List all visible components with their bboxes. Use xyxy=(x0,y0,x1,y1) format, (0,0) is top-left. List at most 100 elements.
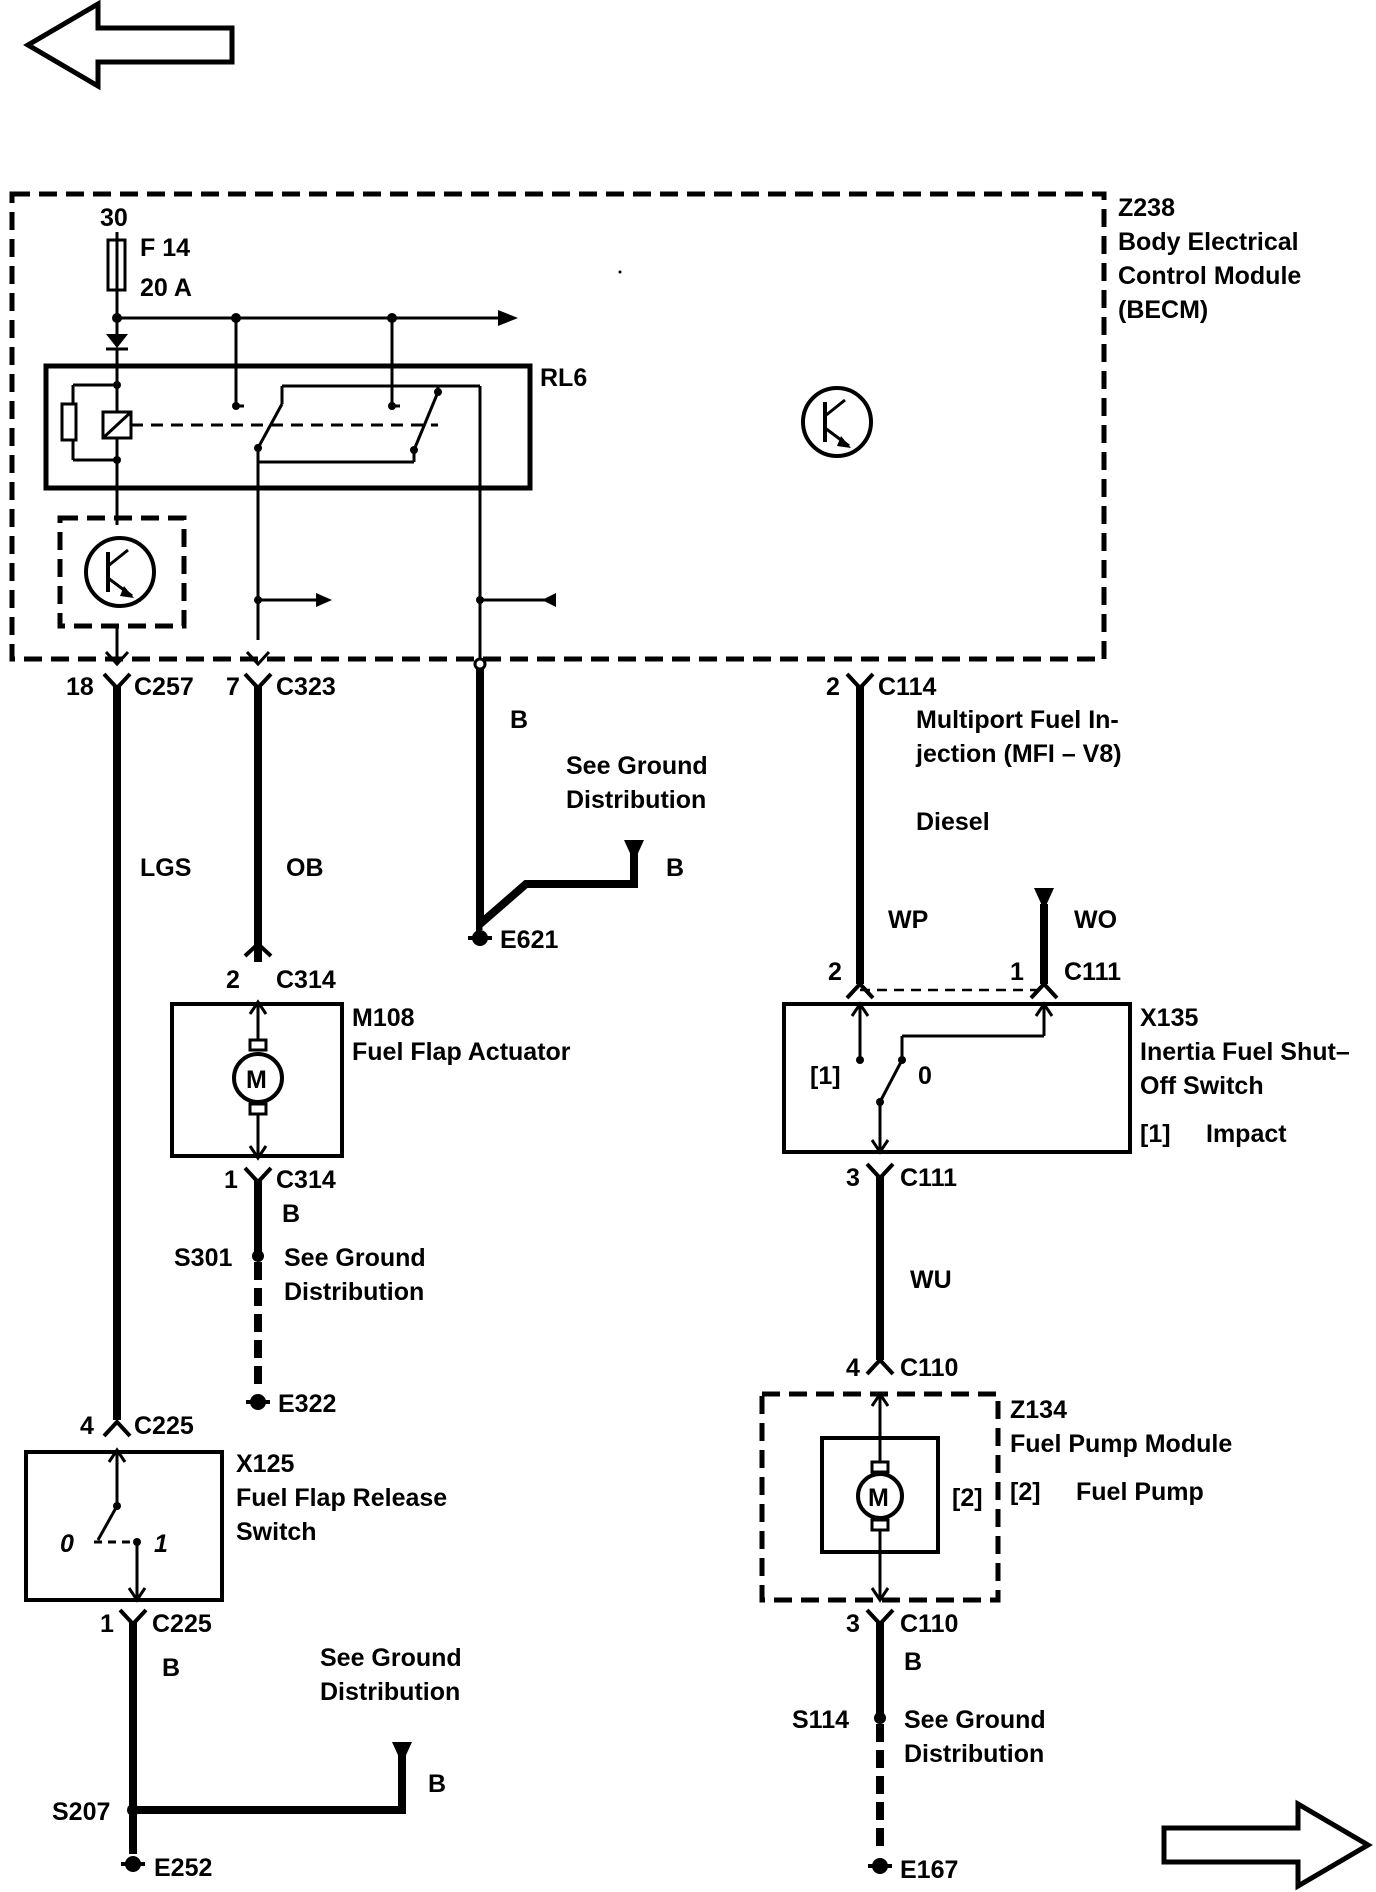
see-ground-s301-2: Distribution xyxy=(284,1278,424,1306)
c114-id: C114 xyxy=(878,673,936,701)
z134-name: Fuel Pump Module xyxy=(1010,1430,1232,1458)
tap-arrow-icon-2 xyxy=(542,593,556,607)
mfi-note-line2: jection (MFI – V8) xyxy=(915,740,1122,768)
wire-b-z134: B xyxy=(904,1648,922,1676)
wire-b-ground-a-branch: B xyxy=(666,854,684,882)
fuse-supply-label: 30 xyxy=(100,204,128,232)
fuse-rating: 20 A xyxy=(140,274,192,302)
right-arrow-icon[interactable] xyxy=(1161,1799,1373,1891)
z134-motor-label: M xyxy=(868,1484,889,1512)
connector-c110-top xyxy=(865,1357,895,1376)
connector-c110-bottom xyxy=(865,1608,895,1627)
z134-inner-key: [2] xyxy=(952,1484,983,1512)
ground-e167-icon xyxy=(868,1858,892,1874)
wire-b-ground-a: B xyxy=(510,706,528,734)
see-ground-s114-1: See Ground xyxy=(904,1706,1046,1734)
see-ground-a2: Distribution xyxy=(566,786,706,814)
x125-ref: X125 xyxy=(236,1450,294,1478)
relay-contact-2-icon xyxy=(258,386,442,464)
tap-arrow-icon xyxy=(316,593,332,607)
m108-motor-label: M xyxy=(246,1066,267,1094)
x135-name-line1: Inertia Fuel Shut– xyxy=(1140,1038,1350,1066)
x125-pos0: 0 xyxy=(60,1530,74,1558)
diesel-note: Diesel xyxy=(916,808,990,836)
c314-bot-id: C314 xyxy=(276,1166,336,1194)
connector-c111-bottom xyxy=(865,1162,895,1181)
x135-legend-text: Impact xyxy=(1206,1120,1287,1148)
x135-legend-key: [1] xyxy=(1140,1120,1171,1148)
c110-bot-id: C110 xyxy=(900,1610,958,1638)
splice-s301: S301 xyxy=(174,1244,232,1272)
splice-s301-dot xyxy=(252,1250,264,1262)
z134-legend-text: Fuel Pump xyxy=(1076,1478,1204,1506)
ground-e322-icon xyxy=(246,1394,270,1410)
c111-right-pin: 1 xyxy=(1010,958,1024,986)
wo-supply-arrow-icon xyxy=(1034,888,1054,910)
becm-module-outline xyxy=(9,191,1107,662)
fuse-id: F 14 xyxy=(140,234,190,262)
connector-c225-bottom xyxy=(118,1608,148,1627)
x125-name-line2: Switch xyxy=(236,1518,317,1546)
c110-top-id: C110 xyxy=(900,1354,958,1382)
see-ground-x125-1: See Ground xyxy=(320,1644,462,1672)
diode-icon xyxy=(106,334,128,351)
x135-ref: X135 xyxy=(1140,1004,1198,1032)
mfi-note-line1: Multiport Fuel In- xyxy=(916,706,1119,734)
bus-continuation-arrow-icon xyxy=(498,310,518,326)
splice-s207: S207 xyxy=(52,1798,110,1826)
x135-component-box xyxy=(782,1002,1132,1154)
wire-lgs-label: LGS xyxy=(140,854,191,882)
c323-id: C323 xyxy=(276,673,336,701)
transistor-icon xyxy=(84,536,156,608)
ground-branch-arrow-icon xyxy=(624,840,644,862)
c110-bot-pin: 3 xyxy=(846,1610,860,1638)
connector-c114 xyxy=(845,672,875,691)
see-ground-a1: See Ground xyxy=(566,752,708,780)
wire-wo-label: WO xyxy=(1074,906,1117,934)
c111-left-pin: 2 xyxy=(828,958,842,986)
relay-rl6-outline xyxy=(43,363,533,491)
c314-top-id: C314 xyxy=(276,966,336,994)
becm-name-line1: Body Electrical xyxy=(1118,228,1299,256)
left-arrow-icon[interactable] xyxy=(23,0,235,91)
x135-pos-impact: [1] xyxy=(810,1062,841,1090)
c225-bot-pin: 1 xyxy=(100,1610,114,1638)
splice-s114: S114 xyxy=(792,1706,849,1734)
see-ground-x125-2: Distribution xyxy=(320,1678,460,1706)
see-ground-s301-1: See Ground xyxy=(284,1244,426,1272)
relay-contact-1-icon xyxy=(232,384,480,640)
z134-legend-key: [2] xyxy=(1010,1478,1041,1506)
x125-switch-icon xyxy=(94,1447,147,1603)
splice-s114-dot xyxy=(874,1712,886,1724)
ground-e252-icon xyxy=(121,1856,145,1872)
driver-transistor-box xyxy=(57,515,187,629)
connector-c314-top xyxy=(243,941,273,958)
ground-e621: E621 xyxy=(500,926,558,954)
c314-bot-pin: 1 xyxy=(224,1166,238,1194)
becm-ref: Z238 xyxy=(1118,194,1175,222)
connector-c111-top xyxy=(845,981,1059,1000)
x125-name-line1: Fuel Flap Release xyxy=(236,1484,447,1512)
ground-e252: E252 xyxy=(154,1854,212,1882)
z134-ref: Z134 xyxy=(1010,1396,1067,1424)
ground-branch-arrow-icon-2 xyxy=(392,1742,412,1764)
x135-switch-icon xyxy=(850,1001,1054,1155)
x125-component-box xyxy=(24,1450,224,1602)
c111-bot-pin: 3 xyxy=(846,1164,860,1192)
connector-c314-bottom xyxy=(243,1166,273,1185)
motor-icon xyxy=(232,1038,284,1116)
c257-pin: 18 xyxy=(66,673,94,701)
artifact-dot xyxy=(618,270,622,274)
ground-e621-icon xyxy=(468,924,492,946)
wire-b-x125-branch: B xyxy=(428,1770,446,1798)
c111-bot-id: C111 xyxy=(900,1164,957,1192)
m108-name: Fuel Flap Actuator xyxy=(352,1038,571,1066)
wire-b-x125: B xyxy=(162,1654,180,1682)
relay-label: RL6 xyxy=(540,364,587,392)
x135-name-line2: Off Switch xyxy=(1140,1072,1264,1100)
wire-wu-label: WU xyxy=(910,1266,952,1294)
c111-right-id: C111 xyxy=(1064,958,1121,986)
wire-b-m108: B xyxy=(282,1200,300,1228)
becm-name-line2: Control Module xyxy=(1118,262,1301,290)
